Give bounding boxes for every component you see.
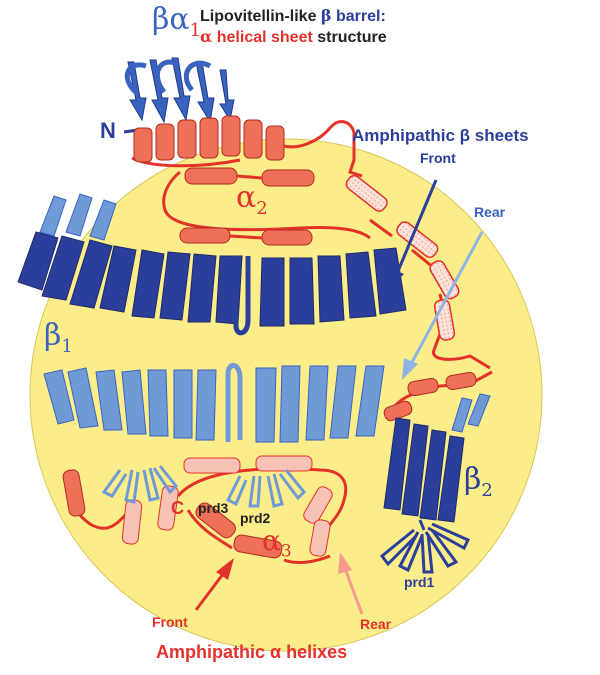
n-terminus-label: N <box>100 118 116 144</box>
alpha-3-label: α3 <box>262 524 292 562</box>
beta-2-label: β2 <box>464 462 493 501</box>
amphipathic-alpha-helixes-label: Amphipathic α helixes <box>156 642 347 663</box>
amphipathic-beta-sheets-label: Amphipathic β sheets <box>352 126 529 146</box>
diagram-title-line1: Lipovitellin-like β barrel: <box>200 6 386 26</box>
alpha-2-label: α2 <box>236 180 268 219</box>
prd1-label: prd1 <box>404 574 434 590</box>
beta-1-label: β1 <box>44 318 73 357</box>
diagram-title-line2: α helical sheet structure <box>200 27 387 47</box>
front-label-bottom: Front <box>152 614 188 630</box>
c-terminus-label: C <box>171 498 184 519</box>
rear-label-bottom: Rear <box>360 616 391 632</box>
beta-1-light-strands <box>40 194 116 240</box>
rear-label-top: Rear <box>474 204 505 220</box>
beta-alpha-1-label: βα1 <box>152 2 201 41</box>
prd3-label: prd3 <box>198 500 228 516</box>
front-label-top: Front <box>420 150 456 166</box>
beta-alpha-1-sheet <box>127 58 234 122</box>
